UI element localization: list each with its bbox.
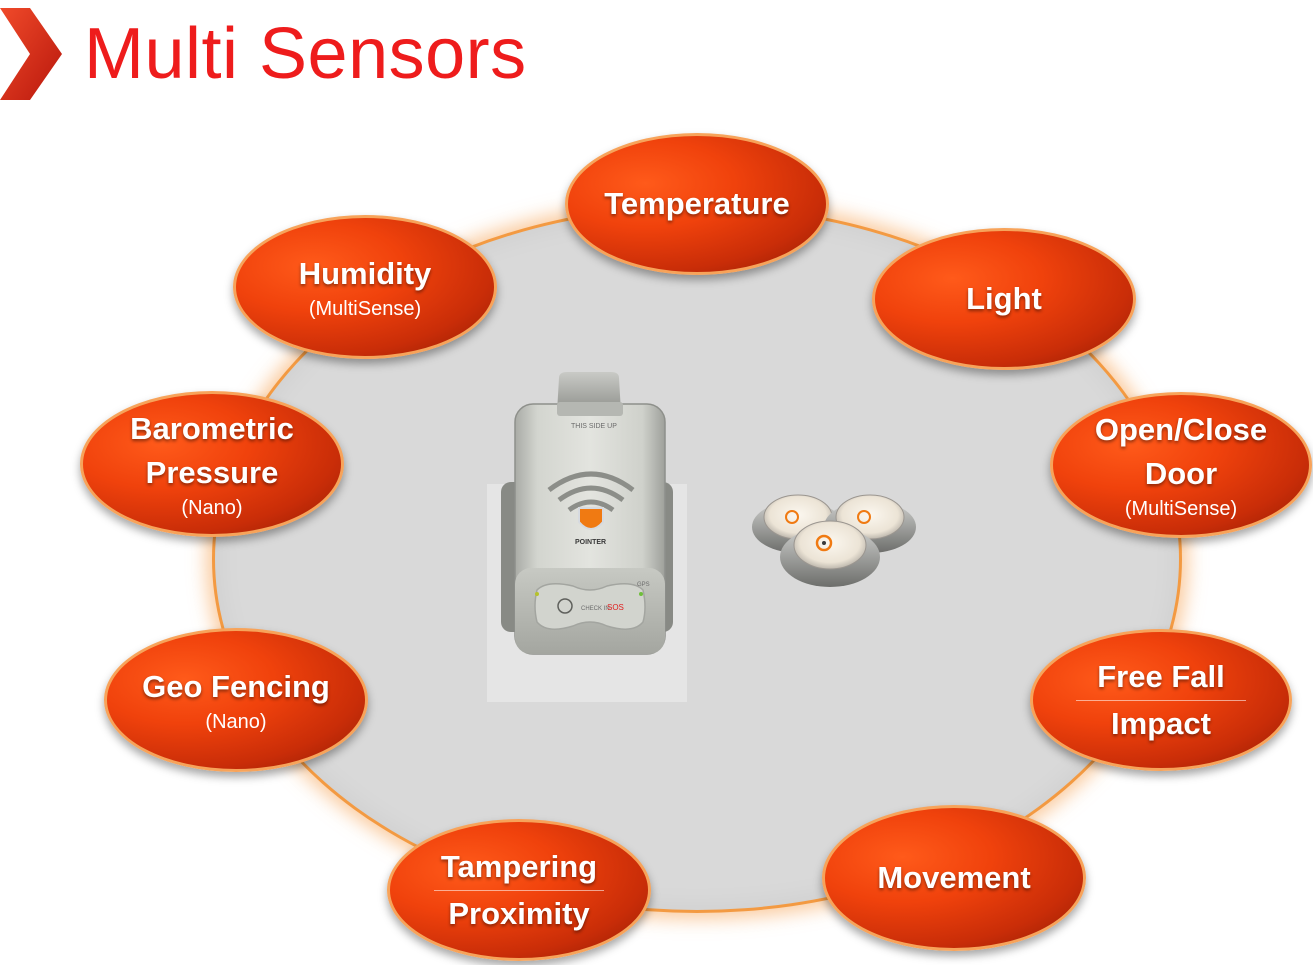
device-brand: POINTER	[575, 539, 606, 546]
sensor-label: Free Fall	[1097, 655, 1225, 699]
sensor-label: Impact	[1111, 702, 1211, 746]
sensor-divider	[434, 890, 604, 891]
sensor-label: Tampering	[441, 845, 597, 889]
device-gps-label: GPS	[637, 582, 650, 588]
tracker-device-image: THIS SIDE UP POINTER CHECK IN SOS GPS	[487, 372, 687, 702]
sensor-divider	[1076, 700, 1246, 701]
sensor-movement: Movement	[822, 805, 1086, 951]
sensor-barometric-pressure: Barometric Pressure (Nano)	[80, 391, 344, 537]
sensor-sublabel: (MultiSense)	[309, 296, 421, 322]
sensor-sublabel: (Nano)	[205, 709, 266, 735]
sensor-sublabel: (Nano)	[181, 495, 242, 521]
sensor-label: Open/Close	[1095, 408, 1267, 452]
sensor-sublabel: (MultiSense)	[1125, 496, 1237, 522]
device-top-label: THIS SIDE UP	[571, 423, 617, 430]
sensor-tampering-proximity: Tampering Proximity	[387, 819, 651, 961]
sensor-label: Pressure	[146, 451, 279, 495]
device-check-in-label: CHECK IN	[581, 606, 610, 612]
sensor-label: Proximity	[448, 892, 589, 936]
sensor-light: Light	[872, 228, 1136, 370]
sensor-label: Geo Fencing	[142, 665, 330, 709]
page-title: Multi Sensors	[84, 6, 527, 102]
sensor-temperature: Temperature	[565, 133, 829, 275]
sensor-label: Barometric	[130, 407, 294, 451]
sensor-geo-fencing: Geo Fencing (Nano)	[104, 628, 368, 772]
sensor-label: Temperature	[604, 182, 790, 226]
sensor-label: Door	[1145, 452, 1217, 496]
sensor-free-fall-impact: Free Fall Impact	[1030, 629, 1292, 771]
sensor-humidity: Humidity (MultiSense)	[233, 215, 497, 359]
logo-chevron-icon	[0, 8, 64, 116]
sensor-label: Humidity	[299, 252, 432, 296]
device-sos-label: SOS	[607, 603, 624, 612]
sensor-label: Movement	[877, 856, 1030, 900]
sensor-tags-image	[748, 487, 928, 597]
sensor-open-close-door: Open/Close Door (MultiSense)	[1050, 392, 1312, 538]
sensor-label: Light	[966, 277, 1042, 321]
